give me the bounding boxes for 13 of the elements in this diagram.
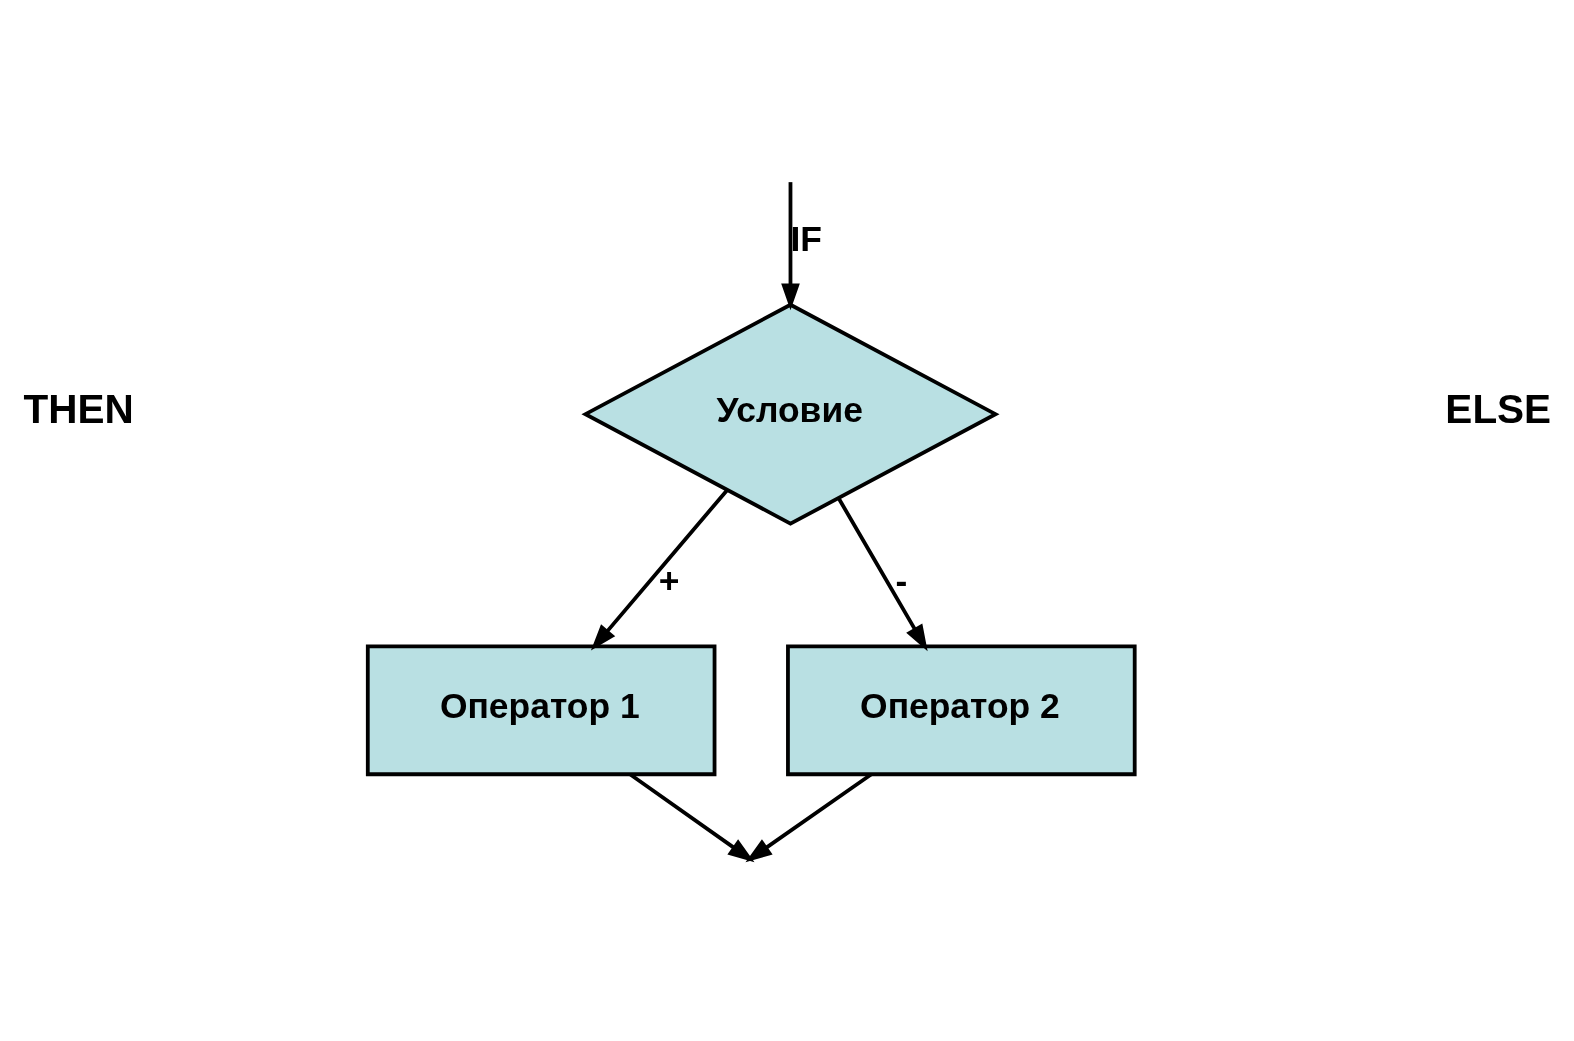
edge-label: -	[895, 560, 908, 601]
arrow	[836, 497, 928, 652]
label: ELSE	[1445, 386, 1552, 433]
arrow	[629, 773, 755, 863]
node-box: Оператор 1	[365, 644, 717, 777]
edge-label: IF	[790, 218, 822, 259]
arrow	[745, 773, 873, 863]
node-diamond: Условие	[581, 302, 1000, 526]
arrow	[781, 182, 800, 311]
edge-label: +	[658, 560, 680, 601]
label: THEN	[23, 386, 134, 433]
node-box: Оператор 2	[786, 644, 1137, 777]
arrow	[590, 488, 729, 651]
